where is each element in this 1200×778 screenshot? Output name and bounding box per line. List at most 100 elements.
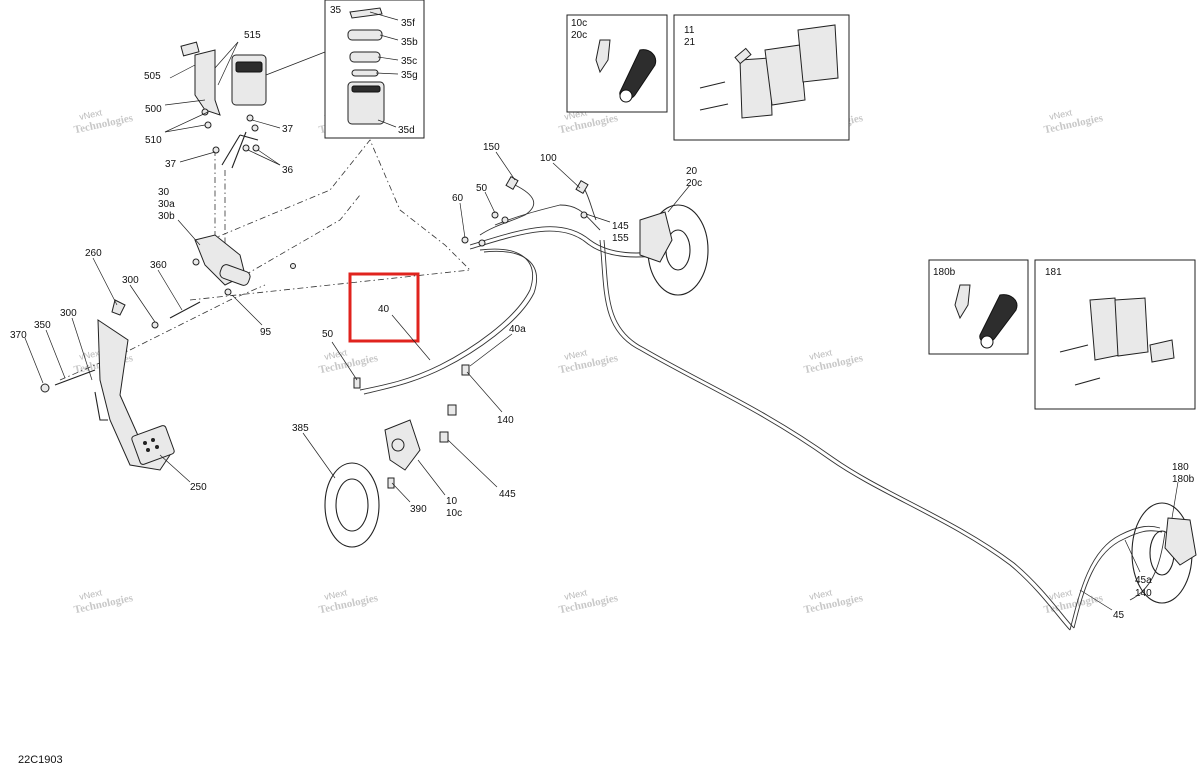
nut-300-part	[151, 321, 159, 329]
watermark-line1: vNext	[78, 107, 103, 122]
callout-35g: 35g	[401, 70, 418, 81]
callout-505: 505	[144, 71, 161, 82]
callout-10c: 10c	[446, 508, 462, 519]
watermark-line1: vNext	[563, 347, 588, 362]
callout-11: 11	[684, 25, 695, 36]
pin-350-part	[54, 369, 96, 386]
brake-lines	[359, 184, 1166, 631]
callout-21: 21	[684, 37, 696, 48]
callout-30a: 30a	[158, 199, 175, 210]
callout-35f: 35f	[401, 18, 415, 29]
callout-45a: 45a	[1135, 575, 1152, 586]
watermark: vNext Technologies	[1043, 587, 1105, 616]
callout-37: 37	[282, 124, 294, 135]
watermark-line1: vNext	[808, 347, 833, 362]
callout-300: 300	[122, 275, 139, 286]
clip-part	[180, 41, 200, 57]
callout-510: 510	[145, 135, 162, 146]
callout-40a: 40a	[509, 324, 526, 335]
callout-40: 40	[378, 304, 390, 315]
diagram-code: 22C1903	[18, 754, 63, 766]
watermark: vNext Technologies	[73, 107, 135, 136]
watermark: vNext Technologies	[73, 587, 135, 616]
callout-385: 385	[292, 423, 309, 434]
callout-145: 145	[612, 221, 629, 232]
rear-brake	[1131, 502, 1197, 604]
watermark-line1: vNext	[808, 587, 833, 602]
callout-181: 181	[1045, 267, 1062, 278]
disc-385-part	[324, 462, 380, 548]
callout-20: 20	[686, 166, 698, 177]
callout-95: 95	[260, 327, 272, 338]
callout-370: 370	[10, 330, 27, 341]
inset-box-180b	[928, 259, 1029, 355]
callout-180: 180	[1172, 462, 1189, 473]
inset-box-181	[1034, 259, 1196, 410]
callout-45: 45	[1113, 610, 1125, 621]
watermark: vNext Technologies	[803, 587, 865, 616]
inset-box-10c-20c	[566, 14, 668, 113]
watermark-line1: vNext	[78, 347, 103, 362]
watermark-line1: vNext	[1048, 107, 1073, 122]
callout-150: 150	[483, 142, 500, 153]
callout-30b: 30b	[158, 211, 175, 222]
callout-50: 50	[476, 183, 488, 194]
watermark: vNext Technologies	[1043, 107, 1105, 136]
callout-35c: 35c	[401, 56, 417, 67]
pedal-250-part	[97, 319, 171, 471]
callout-60: 60	[452, 193, 464, 204]
watermark: vNext Technologies	[803, 347, 865, 376]
leader-lines	[24, 11, 1179, 611]
callout-30: 30	[158, 187, 170, 198]
callout-180b: 180b	[933, 267, 956, 278]
callout-10: 10	[446, 496, 458, 507]
callout-140: 140	[497, 415, 514, 426]
watermark-line1: vNext	[323, 587, 348, 602]
callout-35: 35	[330, 5, 342, 16]
watermark-line1: vNext	[1048, 587, 1073, 602]
callout-300: 300	[60, 308, 77, 319]
callout-20c: 20c	[571, 30, 587, 41]
callout-35d: 35d	[398, 125, 415, 136]
watermark: vNext Technologies	[318, 587, 380, 616]
callout-50: 50	[322, 329, 334, 340]
callout-36: 36	[282, 165, 294, 176]
watermark-line1: vNext	[323, 347, 348, 362]
bracket-505-part	[194, 49, 221, 116]
watermark: vNext Technologies	[558, 587, 620, 616]
front-left-brake	[324, 364, 470, 548]
master-cylinder-group	[180, 41, 326, 296]
callout-20c: 20c	[686, 178, 702, 189]
inset-box-35	[324, 0, 425, 139]
callout-250: 250	[190, 482, 207, 493]
callout-390: 390	[410, 504, 427, 515]
callout-515: 515	[244, 30, 261, 41]
callout-360: 360	[150, 260, 167, 271]
highlight-box-40	[348, 272, 420, 343]
watermark: vNext Technologies	[318, 347, 380, 376]
callout-labels: 505 515 500 510 37 37 36 30 30a 30b 260 …	[10, 5, 1195, 621]
callout-35b: 35b	[401, 37, 418, 48]
watermark: vNext Technologies	[558, 347, 620, 376]
inset-box-11-21	[673, 14, 850, 141]
callout-155: 155	[612, 233, 629, 244]
reservoir-cap-part	[235, 61, 263, 73]
front-right-brake	[461, 175, 709, 296]
callout-445: 445	[499, 489, 516, 500]
callout-260: 260	[85, 248, 102, 259]
callout-37: 37	[165, 159, 177, 170]
callout-500: 500	[145, 104, 162, 115]
nut-370-part	[40, 383, 50, 393]
callout-140: 140	[1135, 588, 1152, 599]
brake-pedal-group	[40, 299, 201, 471]
caliper-20-part	[639, 211, 673, 263]
callout-350: 350	[34, 320, 51, 331]
callout-100: 100	[540, 153, 557, 164]
watermark-grid: vNext Technologies vNext Technologies vN…	[73, 107, 1105, 616]
spring-260-part	[111, 299, 126, 316]
callout-10c: 10c	[571, 18, 587, 29]
watermark-line1: vNext	[78, 587, 103, 602]
callout-180b: 180b	[1172, 474, 1195, 485]
